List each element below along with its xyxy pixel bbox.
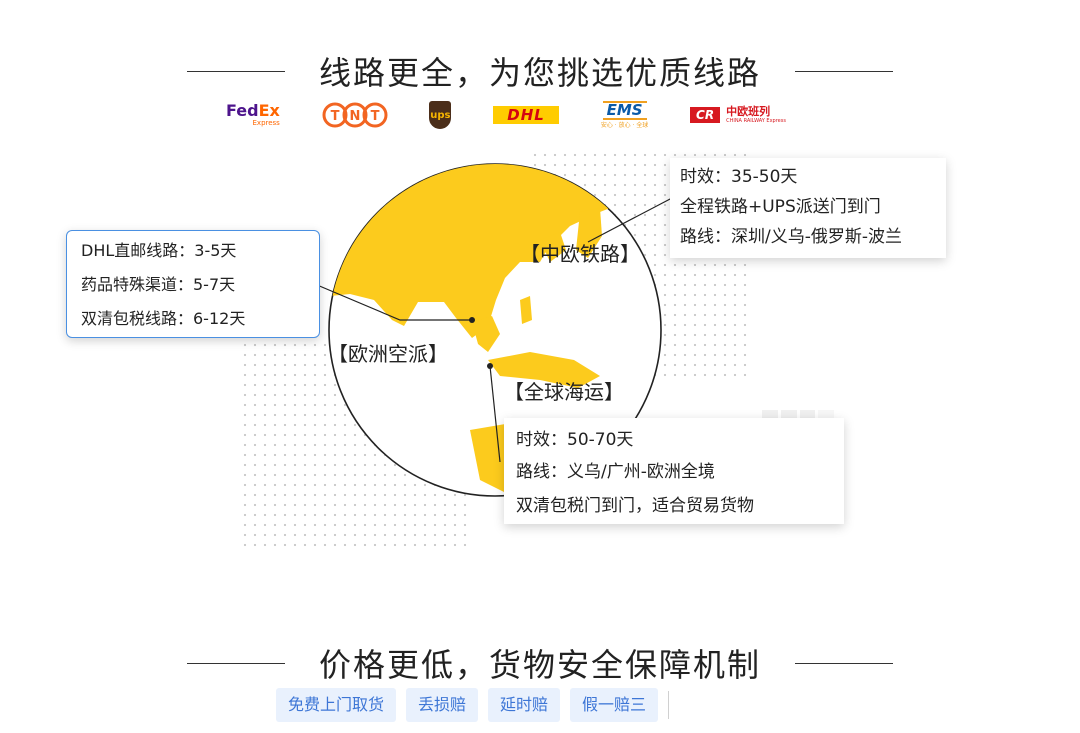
section2-title: 价格更低，货物安全保障机制 xyxy=(318,646,761,684)
section1-heading: 线路更全，为您挑选优质线路 xyxy=(0,48,1080,94)
svg-text:T: T xyxy=(370,109,379,124)
heading-divider-right xyxy=(795,662,893,664)
sea-route-label: 【全球海运】 xyxy=(504,380,624,404)
sea-connector-line xyxy=(489,365,501,463)
section1-title: 线路更全，为您挑选优质线路 xyxy=(318,54,761,92)
tag-free-pickup: 免费上门取货 xyxy=(276,688,397,722)
rail-transit-time: 时效：35-50天 xyxy=(680,167,798,187)
southeast-asia-peninsula xyxy=(472,316,500,352)
svg-text:N: N xyxy=(349,109,360,124)
tag-fake-compensation: 假一赔三 xyxy=(570,688,659,722)
korea-peninsula xyxy=(540,232,566,262)
rail-route: 路线：深圳/义乌-俄罗斯-波兰 xyxy=(680,227,902,247)
sea-transit-time: 时效：50-70天 xyxy=(516,430,634,450)
sea-info-card: 时效：50-70天 路线：义乌/广州-欧洲全境 双清包税门到门，适合贸易货物 xyxy=(504,418,844,524)
dhl-direct-time: DHL直邮线路：3-5天 xyxy=(81,241,237,260)
tnt-logo: T N T xyxy=(322,100,388,130)
heading-divider-left xyxy=(186,70,285,72)
japan-islands xyxy=(576,208,602,258)
tag-loss-compensation: 丢损赔 xyxy=(406,688,479,722)
ddp-line-time: 双清包税线路：6-12天 xyxy=(81,309,246,328)
china-railway-express-logo: CR 中欧班列 CHINA RAILWAY Express xyxy=(690,100,786,130)
heading-divider-right xyxy=(795,70,893,72)
guarantee-tags: 免费上门取货 丢损赔 延时赔 假一赔三 xyxy=(276,688,670,722)
svg-text:T: T xyxy=(330,109,339,124)
sea-route: 路线：义乌/广州-欧洲全境 xyxy=(516,462,715,482)
pharma-channel-time: 药品特殊渠道：5-7天 xyxy=(81,275,236,294)
ups-logo: ups xyxy=(429,100,452,130)
philippines xyxy=(520,296,532,324)
asia-landmass xyxy=(330,164,661,338)
air-connector-dot xyxy=(469,317,475,323)
carrier-logos: FedEx Express T N T ups DHL EMS 安心 · 放心 … xyxy=(226,98,786,132)
tag-delay-compensation: 延时赔 xyxy=(488,688,561,722)
tags-divider xyxy=(668,691,670,719)
section2-heading: 价格更低，货物安全保障机制 xyxy=(0,640,1080,686)
fedex-logo: FedEx Express xyxy=(226,101,280,128)
dhl-logo: DHL xyxy=(493,100,560,130)
sea-service-note: 双清包税门到门，适合贸易货物 xyxy=(516,496,754,516)
air-info-card: DHL直邮线路：3-5天 药品特殊渠道：5-7天 双清包税线路：6-12天 xyxy=(66,230,320,338)
rail-info-card: 时效：35-50天 全程铁路+UPS派送门到门 路线：深圳/义乌-俄罗斯-波兰 xyxy=(670,158,946,258)
air-connector-line xyxy=(309,281,472,321)
air-route-label: 【欧洲空派】 xyxy=(328,342,448,366)
heading-divider-left xyxy=(186,662,285,664)
rail-route-label: 【中欧铁路】 xyxy=(520,242,640,266)
rail-delivery-mode: 全程铁路+UPS派送门到门 xyxy=(680,197,881,217)
sea-connector-dot xyxy=(487,363,493,369)
indonesia-islands xyxy=(488,352,600,388)
ems-logo: EMS 安心 · 放心 · 全球 xyxy=(600,101,649,129)
rail-connector-line xyxy=(587,197,673,243)
